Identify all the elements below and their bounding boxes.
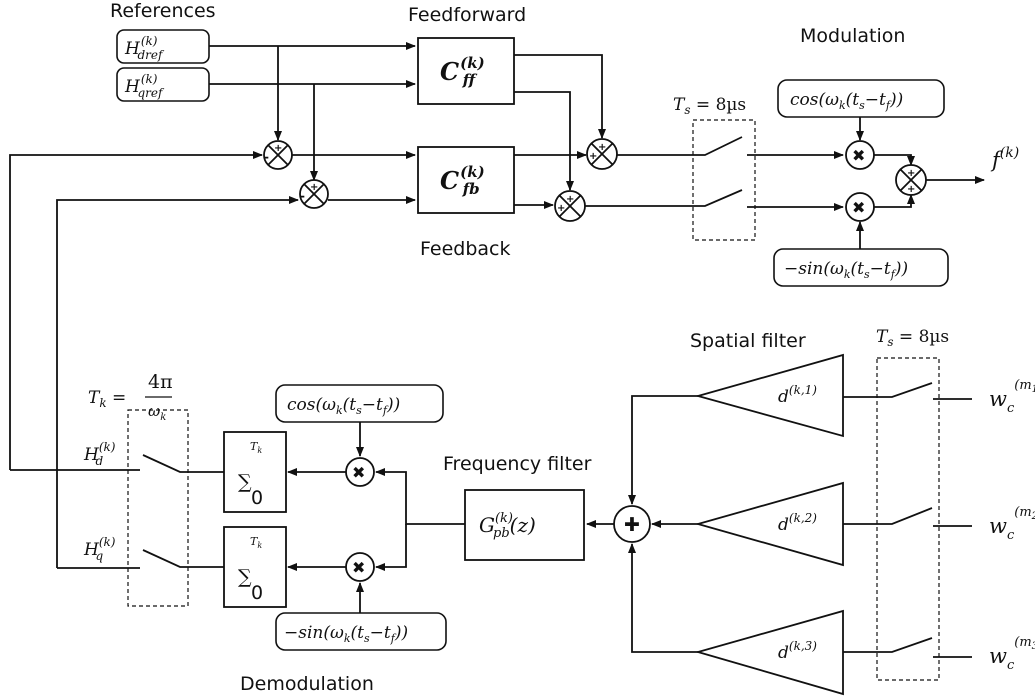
frequency-filter-heading: Frequency filter xyxy=(443,453,592,475)
cfb-sup: (k) xyxy=(460,163,485,181)
sampler-dashed-box-demod xyxy=(127,409,189,607)
integrator-q-block: Tk ∑ 0 xyxy=(223,526,287,608)
feedforward-heading: Feedforward xyxy=(408,4,526,26)
modulation-multiplier-sin: ✖ xyxy=(845,192,875,222)
reference-hdref-box: H(k)dref xyxy=(116,29,210,64)
error-summer-d: + - xyxy=(263,140,293,170)
hqref-sub: qref xyxy=(137,86,165,100)
hq-output-label: H(k)q xyxy=(83,535,116,563)
frequency-filter-block: G(k)pb(z) xyxy=(464,489,585,561)
svg-text:✖: ✖ xyxy=(352,463,365,482)
demodulation-heading: Demodulation xyxy=(240,673,374,695)
feedback-heading: Feedback xyxy=(420,238,510,260)
svg-text:0: 0 xyxy=(251,582,263,604)
ts-top-label: Ts = 8µs xyxy=(673,95,746,117)
svg-text:+: + xyxy=(310,182,318,193)
spatial-filter-heading: Spatial filter xyxy=(690,330,806,352)
svg-text:−sin(ωk(ts−tf)): −sin(ωk(ts−tf)) xyxy=(784,259,908,281)
svg-text:✚: ✚ xyxy=(624,514,640,536)
svg-text:-: - xyxy=(300,189,305,203)
spatial-gain-1-triangle xyxy=(694,353,844,438)
svg-text:Tk: Tk xyxy=(250,535,262,550)
references-heading: References xyxy=(110,0,216,22)
sampler-dashed-box-right xyxy=(876,357,940,681)
spatial-gain-1-label: d(k,1) xyxy=(778,383,817,407)
svg-text:∑: ∑ xyxy=(238,471,252,493)
hd-output-label: H(k)d xyxy=(83,440,116,468)
sensor-w2-label: wc(m2) xyxy=(989,505,1035,543)
svg-text:✖: ✖ xyxy=(852,146,865,165)
spatial-gain-3-label: d(k,3) xyxy=(778,639,817,663)
svg-text:C(k)ff: C(k)ff xyxy=(440,54,485,89)
svg-text:+: + xyxy=(907,184,915,195)
integrator-d-block: Tk ∑ 0 xyxy=(223,431,287,513)
svg-text:-: - xyxy=(264,150,269,164)
modulation-heading: Modulation xyxy=(800,25,905,47)
modulation-multiplier-cos: ✖ xyxy=(845,140,875,170)
cff-sub: ff xyxy=(462,71,478,89)
summer-ff-fb-q: + + xyxy=(554,190,586,222)
svg-text:+: + xyxy=(557,203,565,214)
svg-text:✖: ✖ xyxy=(852,198,865,217)
svg-text:+: + xyxy=(274,143,282,154)
ts-right-label: Ts = 8µs xyxy=(876,327,949,349)
cff-sup: (k) xyxy=(460,54,485,72)
svg-text:0: 0 xyxy=(251,487,263,509)
tk-period-label: Tk = 4π ωk xyxy=(88,371,173,423)
spatial-gain-3-triangle xyxy=(694,609,844,696)
svg-text:4π: 4π xyxy=(148,371,173,393)
sensor-w1-label: wc(m1) xyxy=(989,378,1035,416)
cff-base: C xyxy=(440,57,459,86)
svg-text:+: + xyxy=(907,168,915,179)
demodulation-multiplier-cos: ✖ xyxy=(345,457,375,487)
sensor-w3-label: wc(m3) xyxy=(989,635,1035,673)
hdref-sub: dref xyxy=(137,48,165,62)
feedback-controller-block: C(k)fb xyxy=(417,146,515,214)
svg-text:∑: ∑ xyxy=(238,566,252,588)
error-summer-q: + - xyxy=(299,179,329,209)
svg-text:+: + xyxy=(598,142,606,153)
cfb-base: C xyxy=(440,166,459,195)
feedforward-controller-block: C(k)ff xyxy=(417,37,515,105)
spatial-gain-2-triangle xyxy=(694,481,844,567)
spatial-gain-2-label: d(k,2) xyxy=(778,511,817,535)
svg-text:Tk =: Tk = xyxy=(88,388,126,410)
svg-text:−sin(ωk(ts−tf)): −sin(ωk(ts−tf)) xyxy=(284,623,408,645)
demodulation-cos-box: cos(ωk(ts−tf)) xyxy=(275,384,444,423)
hdref-sup: (k) xyxy=(141,34,158,48)
svg-text:cos(ωk(ts−tf)): cos(ωk(ts−tf)) xyxy=(790,90,903,112)
hdref-base: H xyxy=(124,39,141,59)
summer-ff-fb-d: + + xyxy=(586,138,618,170)
modulation-sin-box: −sin(ωk(ts−tf)) xyxy=(773,248,949,287)
svg-text:+: + xyxy=(589,151,597,162)
svg-text:H(k)qref: H(k)qref xyxy=(124,72,165,100)
svg-text:+: + xyxy=(566,194,574,205)
spatial-summer: ✚ xyxy=(613,505,651,543)
svg-text:cos(ωk(ts−tf)): cos(ωk(ts−tf)) xyxy=(287,395,400,417)
output-f-label: f(k) xyxy=(990,145,1019,172)
demodulation-sin-box: −sin(ωk(ts−tf)) xyxy=(275,612,447,651)
svg-text:G(k)pb(z): G(k)pb(z) xyxy=(479,511,536,541)
svg-text:✖: ✖ xyxy=(352,558,365,577)
hqref-base: H xyxy=(124,77,141,97)
output-summer: + + xyxy=(895,164,927,196)
svg-text:ωk: ωk xyxy=(148,402,166,423)
demodulation-multiplier-sin: ✖ xyxy=(345,552,375,582)
hqref-sup: (k) xyxy=(141,72,158,86)
modulation-cos-box: cos(ωk(ts−tf)) xyxy=(777,79,945,118)
svg-text:Tk: Tk xyxy=(250,440,262,455)
sampler-dashed-box-top xyxy=(692,119,756,241)
reference-hqref-box: H(k)qref xyxy=(116,67,210,102)
svg-text:C(k)fb: C(k)fb xyxy=(440,163,485,198)
svg-text:H(k)dref: H(k)dref xyxy=(124,34,165,62)
cfb-sub: fb xyxy=(462,180,480,198)
